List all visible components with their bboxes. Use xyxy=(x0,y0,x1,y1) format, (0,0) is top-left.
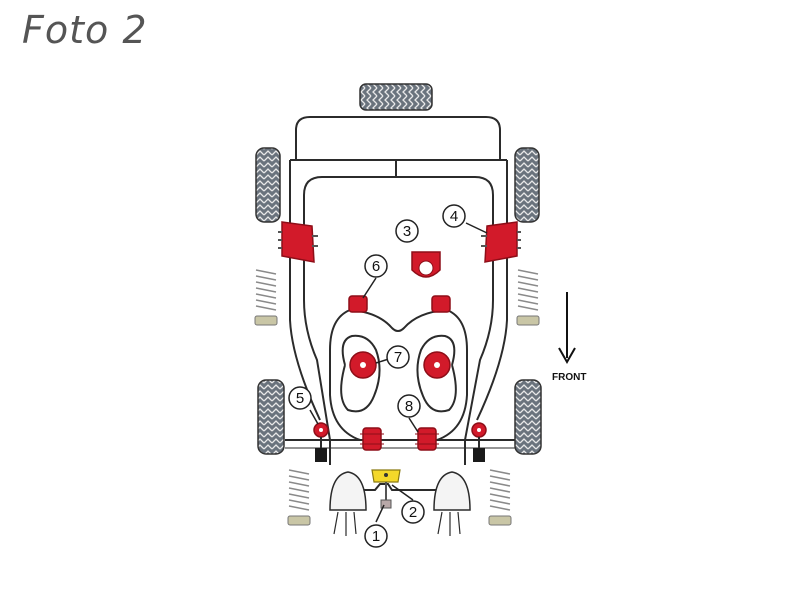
front-bush-left xyxy=(278,221,318,263)
bush-5-right xyxy=(471,422,487,462)
front-left-tire xyxy=(255,147,281,223)
diff-mount xyxy=(371,469,401,509)
callouts xyxy=(288,204,488,548)
callout-4-label: 4 xyxy=(450,208,458,225)
spare-tire xyxy=(359,83,433,111)
rear-left-tire xyxy=(257,379,285,455)
front-label: FRONT xyxy=(552,372,586,383)
coil-springs xyxy=(255,269,539,511)
bush-6-left xyxy=(348,295,368,313)
callout-7 xyxy=(386,345,410,369)
callout-6 xyxy=(364,254,388,278)
front-bush-right xyxy=(481,221,521,263)
callout-1 xyxy=(364,524,388,548)
bush-5-left xyxy=(313,422,329,462)
callout-8-label: 8 xyxy=(405,398,413,415)
bush-3 xyxy=(411,251,441,278)
callout-6-label: 6 xyxy=(372,258,380,275)
bush-7-right xyxy=(423,351,451,379)
rear-hubs xyxy=(329,471,471,511)
bush-8-left xyxy=(360,427,384,451)
callout-2 xyxy=(401,500,425,524)
callout-3-label: 3 xyxy=(403,223,411,240)
callout-5 xyxy=(288,386,312,410)
callout-2-label: 2 xyxy=(409,504,417,521)
bush-7-left xyxy=(349,351,377,379)
callout-8 xyxy=(397,394,421,418)
callout-4 xyxy=(442,204,466,228)
callout-3 xyxy=(395,219,419,243)
page-title: Foto 2 xyxy=(22,8,148,52)
front-right-tire xyxy=(514,147,540,223)
callout-5-label: 5 xyxy=(296,390,304,407)
bush-8-right xyxy=(415,427,439,451)
callout-1-label: 1 xyxy=(372,528,380,545)
callout-7-label: 7 xyxy=(394,349,402,366)
front-arrow-icon xyxy=(558,292,576,365)
rear-right-tire xyxy=(514,379,542,455)
bush-6-right xyxy=(431,295,451,313)
